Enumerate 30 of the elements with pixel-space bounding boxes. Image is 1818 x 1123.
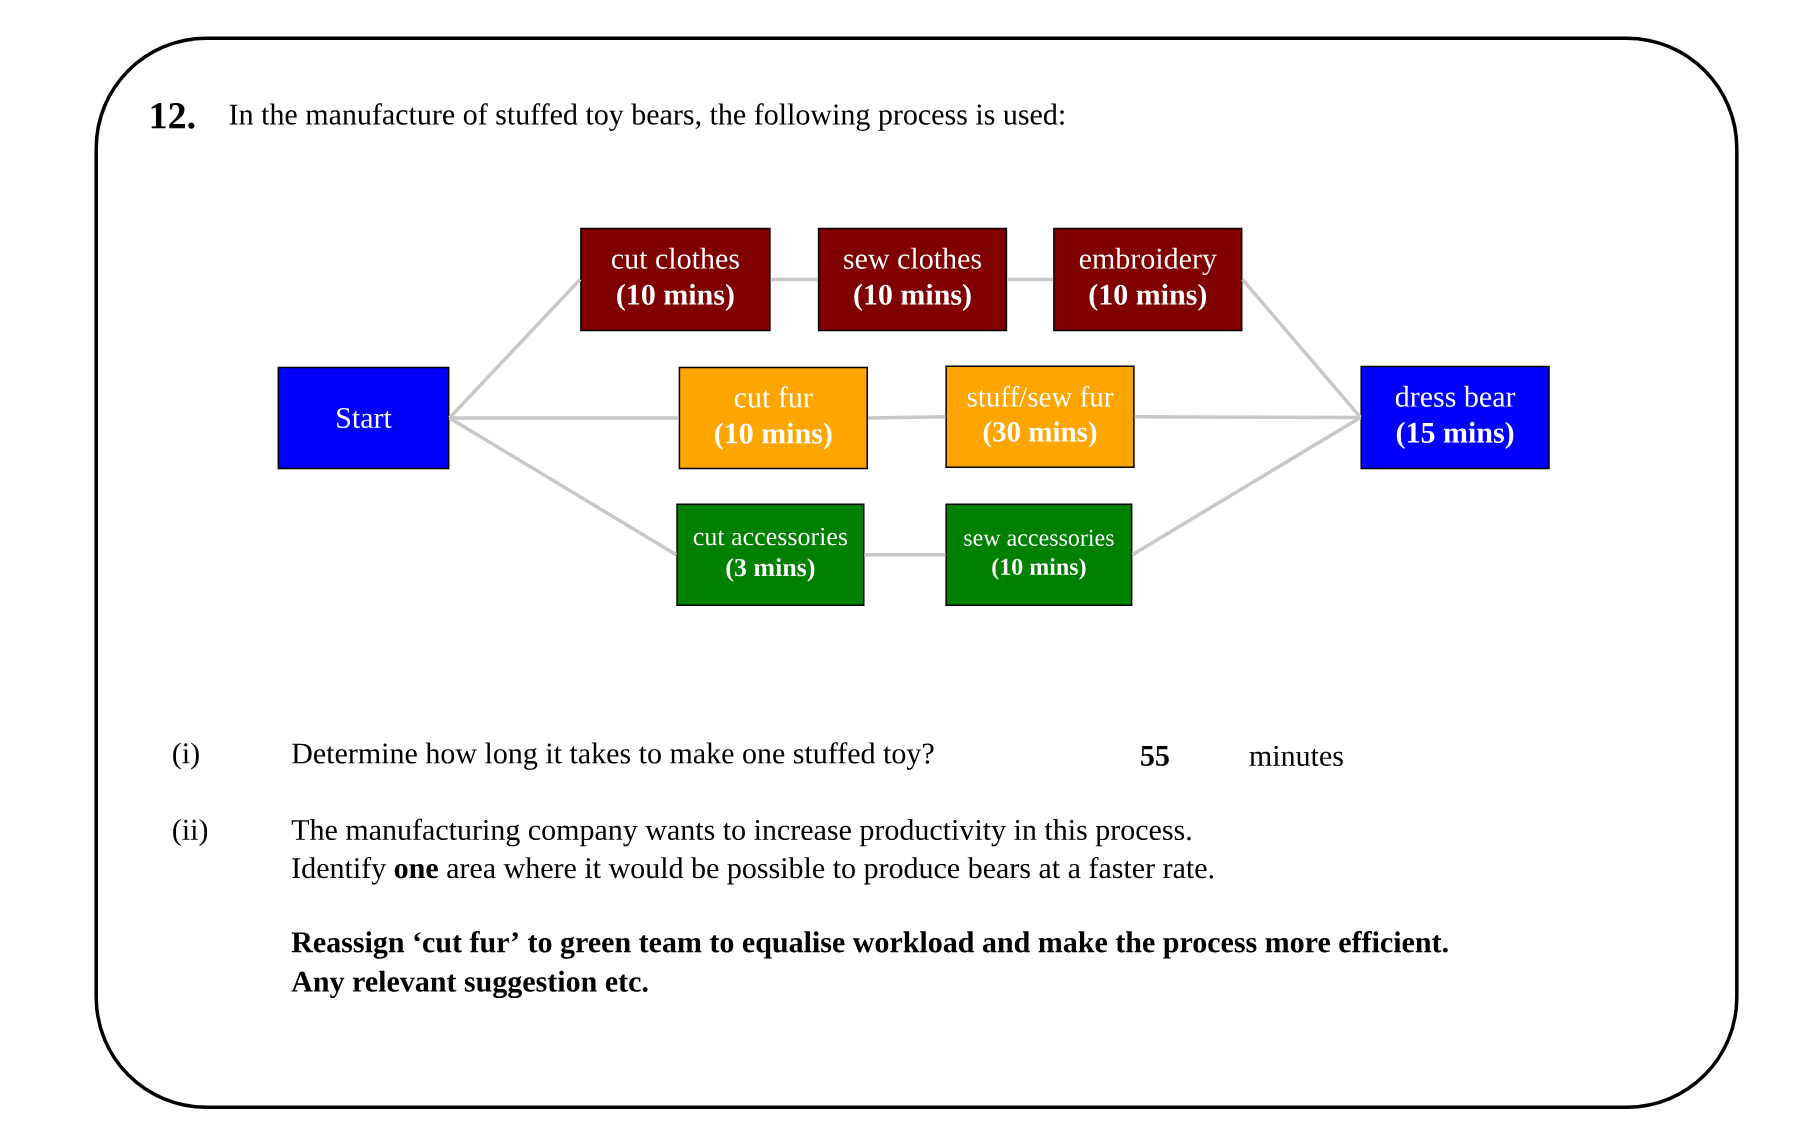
question-text: In the manufacture of stuffed toy bears, the following process is used: [229, 103, 1064, 131]
connector-line [449, 416, 679, 420]
question-number: 12. [151, 103, 195, 129]
process-box: stuff/sew fur (30 mins) [945, 365, 1135, 468]
connector-line [1241, 278, 1362, 419]
connector-line [448, 416, 678, 557]
connector-line [864, 553, 946, 557]
process-box: embroidery (10 mins) [1053, 227, 1243, 332]
question-text: (ii) [173, 818, 208, 847]
question-text: (i) [173, 742, 199, 770]
process-box: cut clothes (10 mins) [580, 227, 771, 332]
question-text: Identify one area where it would be possible to produce bears at a faster rate. [292, 856, 1214, 885]
connector-line [1131, 415, 1362, 557]
connector-line [770, 277, 818, 282]
answer-text: 55 [1141, 746, 1169, 766]
question-text: minutes [1249, 745, 1343, 767]
question-text: The manufacturing company wants to increase productivity in this process. [291, 818, 1191, 847]
process-box: cut fur (10 mins) [678, 366, 868, 470]
connector-line [867, 415, 946, 420]
answer-text: Any relevant suggestion etc. [291, 970, 648, 999]
connector-line [448, 278, 582, 420]
connector-line [1134, 415, 1361, 420]
question-text: Determine how long it takes to make one stuffed toy? [292, 742, 934, 770]
answer-text: Reassign ‘cut fur’ to green team to equalise workload and make the process more efficient. [291, 931, 1448, 959]
process-box: dress bear (15 mins) [1360, 365, 1550, 470]
process-box: Start [277, 366, 450, 470]
process-box: cut accessories (3 mins) [676, 503, 865, 606]
connector-line [1007, 277, 1054, 282]
process-box: sew accessories (10 mins) [945, 503, 1133, 606]
process-box: sew clothes (10 mins) [817, 227, 1008, 332]
